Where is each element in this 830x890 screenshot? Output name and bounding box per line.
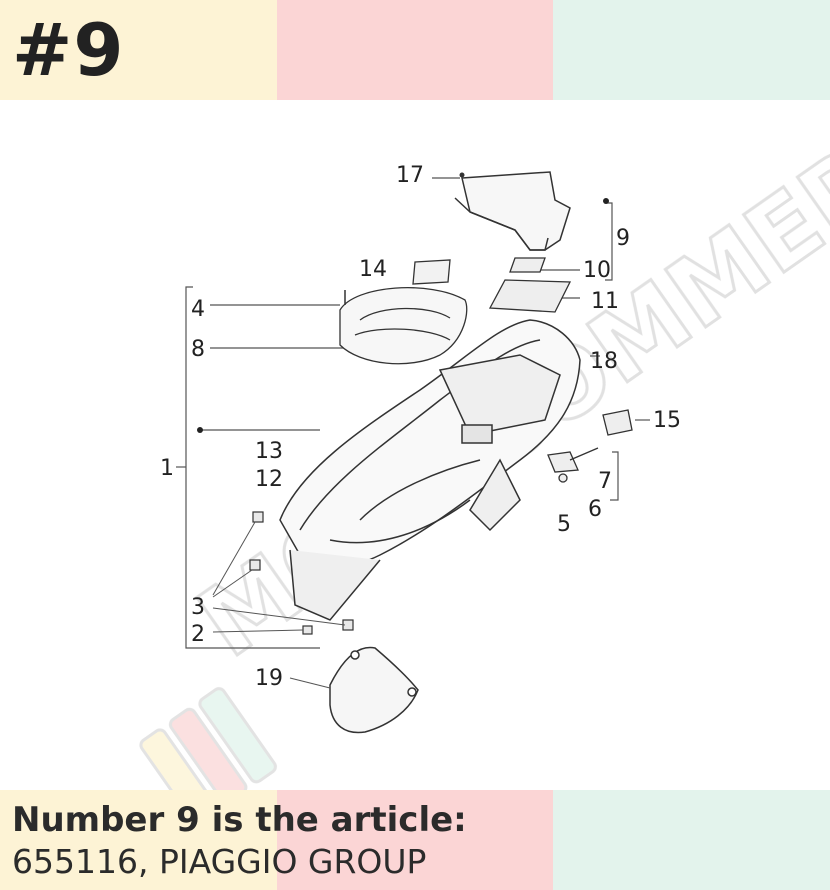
label-19: 19 bbox=[255, 666, 283, 691]
seat-compartment-lid bbox=[454, 171, 571, 251]
leader-lines-clips bbox=[212, 521, 346, 633]
top-color-band bbox=[0, 0, 830, 100]
label-12: 12 bbox=[255, 467, 283, 492]
access-lid bbox=[412, 259, 451, 285]
latch-parts bbox=[547, 409, 633, 483]
part-number-labels: 17 9 14 10 11 4 8 18 15 13 1 7 12 6 5 3 … bbox=[160, 163, 681, 691]
label-18: 18 bbox=[590, 349, 618, 374]
parts-diagram: MOTOCOMMERCIA bbox=[139, 100, 830, 790]
label-6: 6 bbox=[588, 497, 602, 522]
item-badge: #9 bbox=[12, 8, 125, 92]
band-segment-pink bbox=[276, 790, 554, 890]
pad-parts bbox=[488, 257, 572, 313]
caption-title: Number 9 is the article: bbox=[12, 800, 467, 840]
lower-cover bbox=[329, 646, 419, 734]
band-segment-yellow bbox=[0, 790, 277, 890]
band-segment-green bbox=[553, 790, 830, 890]
bottom-color-band bbox=[0, 790, 830, 890]
storage-lid bbox=[339, 287, 468, 365]
label-2: 2 bbox=[191, 622, 205, 647]
reference-dot bbox=[603, 198, 609, 204]
band-segment-yellow bbox=[0, 0, 277, 100]
label-5: 5 bbox=[557, 512, 571, 537]
screw-icon bbox=[459, 172, 465, 178]
label-17: 15 bbox=[653, 408, 681, 433]
label-14: 14 bbox=[359, 257, 387, 282]
label-11: 11 bbox=[591, 289, 619, 314]
band-segment-pink bbox=[276, 0, 554, 100]
label-10: 10 bbox=[583, 258, 611, 283]
caption-article-value: 655116, PIAGGIO GROUP bbox=[12, 842, 427, 881]
label-8: 8 bbox=[191, 337, 205, 362]
band-segment-green bbox=[553, 0, 830, 100]
label-3: 3 bbox=[191, 595, 205, 620]
label-4: 4 bbox=[191, 297, 205, 322]
label-9: 9 bbox=[616, 226, 630, 251]
label-13: 13 bbox=[255, 439, 283, 464]
label-1: 1 bbox=[160, 456, 174, 481]
underseat-compartment bbox=[279, 319, 581, 621]
label-7: 7 bbox=[598, 469, 612, 494]
bracket-lines bbox=[176, 177, 650, 649]
reference-dot bbox=[197, 427, 203, 433]
label-15: 17 bbox=[396, 163, 424, 188]
